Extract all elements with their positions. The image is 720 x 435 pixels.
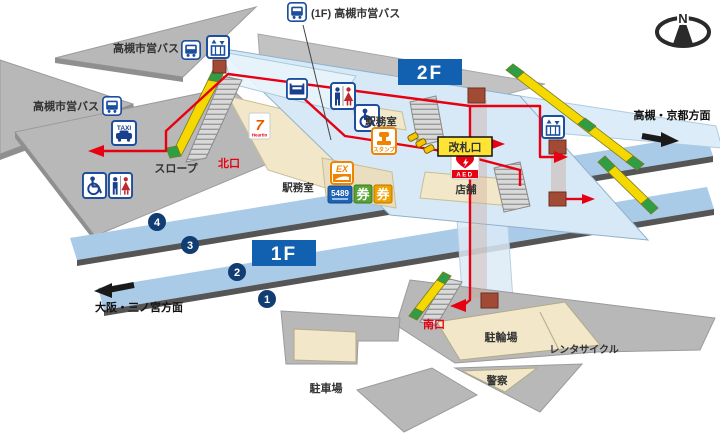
direction-west-label: 大阪・三ノ宮方面 [95,300,183,314]
platform-3-badge: 3 [187,240,193,252]
north-stairs [185,75,243,163]
elevator-icon-east [541,115,565,139]
5489-icon-label: 5489 [331,189,349,198]
wheelchair-icon-north [82,172,107,199]
floor-1f-label: 1F [271,244,297,265]
south-escalator [408,271,452,321]
ticket-machine-orange-icon: 券 [373,184,393,204]
east-escalator-upper [505,63,645,171]
platform-4-badge: 4 [154,217,161,229]
parking-building [293,328,357,363]
bus-plaza-left-label: 高槻市営バス [33,99,99,113]
floor-badge-2f: 2F [398,59,462,85]
direction-arrows [94,132,679,298]
taxi-icon-label: TAXI [117,125,132,132]
note-leader-line [302,24,332,141]
bicycle-parking-label: 駐輪場 [485,330,518,344]
aed-icon-label: AED [456,173,473,179]
east-escalator-lower [597,155,659,215]
direction-east-label: 高槻・京都方面 [634,108,711,122]
office-2f-label: 駅務室 [365,115,397,128]
east-elevator-car-bottom [548,191,567,207]
stamp-icon: スタンプ [371,127,397,155]
platform-1-badge: 1 [264,294,270,306]
east-elevator-car-top [548,139,567,155]
bus-icon-note [287,2,307,22]
elevator-icon-north [206,35,230,59]
south-plazas [280,279,716,433]
ex-ticket-machine-icon: EX [330,161,354,185]
seven-eleven-icon: 7 Heartin [248,112,271,140]
floor-2f-label: 2F [417,63,443,84]
north-elevator-car [212,59,227,74]
taxi-icon: TAXI [111,120,137,146]
ticket-gates [407,132,435,154]
platform-2-badge: 2 [234,267,240,279]
south-elevator-car-top [467,87,486,104]
slope-label: スロープ [154,161,198,175]
compass: N [655,9,711,48]
ticket-machine-green-icon: 券 [353,184,373,204]
ex-icon-label: EX [336,164,349,174]
police-label: 警察 [486,374,508,387]
shops-label: 店舗 [455,183,477,196]
compass-n-label: N [678,11,687,26]
5489-ticket-machine-icon: 5489 [327,185,353,204]
rental-cycle-label: レンタサイクル [549,344,619,356]
police-building [461,367,539,393]
parking-label: 駐車場 [310,381,343,395]
ticket-orange-label: 券 [375,187,390,202]
parking-lot [355,367,479,433]
ticket-green-label: 券 [355,187,370,202]
platform-numbers: 4 3 2 1 [148,213,276,308]
floor-badge-1f: 1F [252,240,316,266]
office-1f-label: 駅務室 [282,181,314,194]
arrow-east [661,132,679,147]
seven-logo: 7 [255,117,264,134]
gate-label-text: 改札口 [449,140,482,154]
bicycle-parking-area [436,301,601,361]
bus-plaza-top-label: 高槻市営バス [113,41,179,55]
seven-sub-label: Heartin [252,133,268,138]
arrow-west [94,283,112,298]
route-north [104,72,471,153]
escalators [165,63,659,321]
south-elevator-car-bottom [480,292,499,309]
route-east [470,104,554,159]
south-exit-label: 南口 [423,317,445,331]
stamp-icon-label: スタンプ [373,146,395,154]
fare-machine-icon [286,78,308,100]
toilet-icon-north [108,172,133,199]
note-1f-bus-label: (1F) 高槻市営バス [311,6,400,20]
gate-label: 改札口 [437,136,493,157]
route-arrowheads [88,139,595,312]
north-exit-label: 北口 [218,156,240,170]
bus-icon-top-plaza [181,40,201,60]
toilet-icon-2f [330,82,356,110]
bus-icon-left-plaza [102,96,122,116]
